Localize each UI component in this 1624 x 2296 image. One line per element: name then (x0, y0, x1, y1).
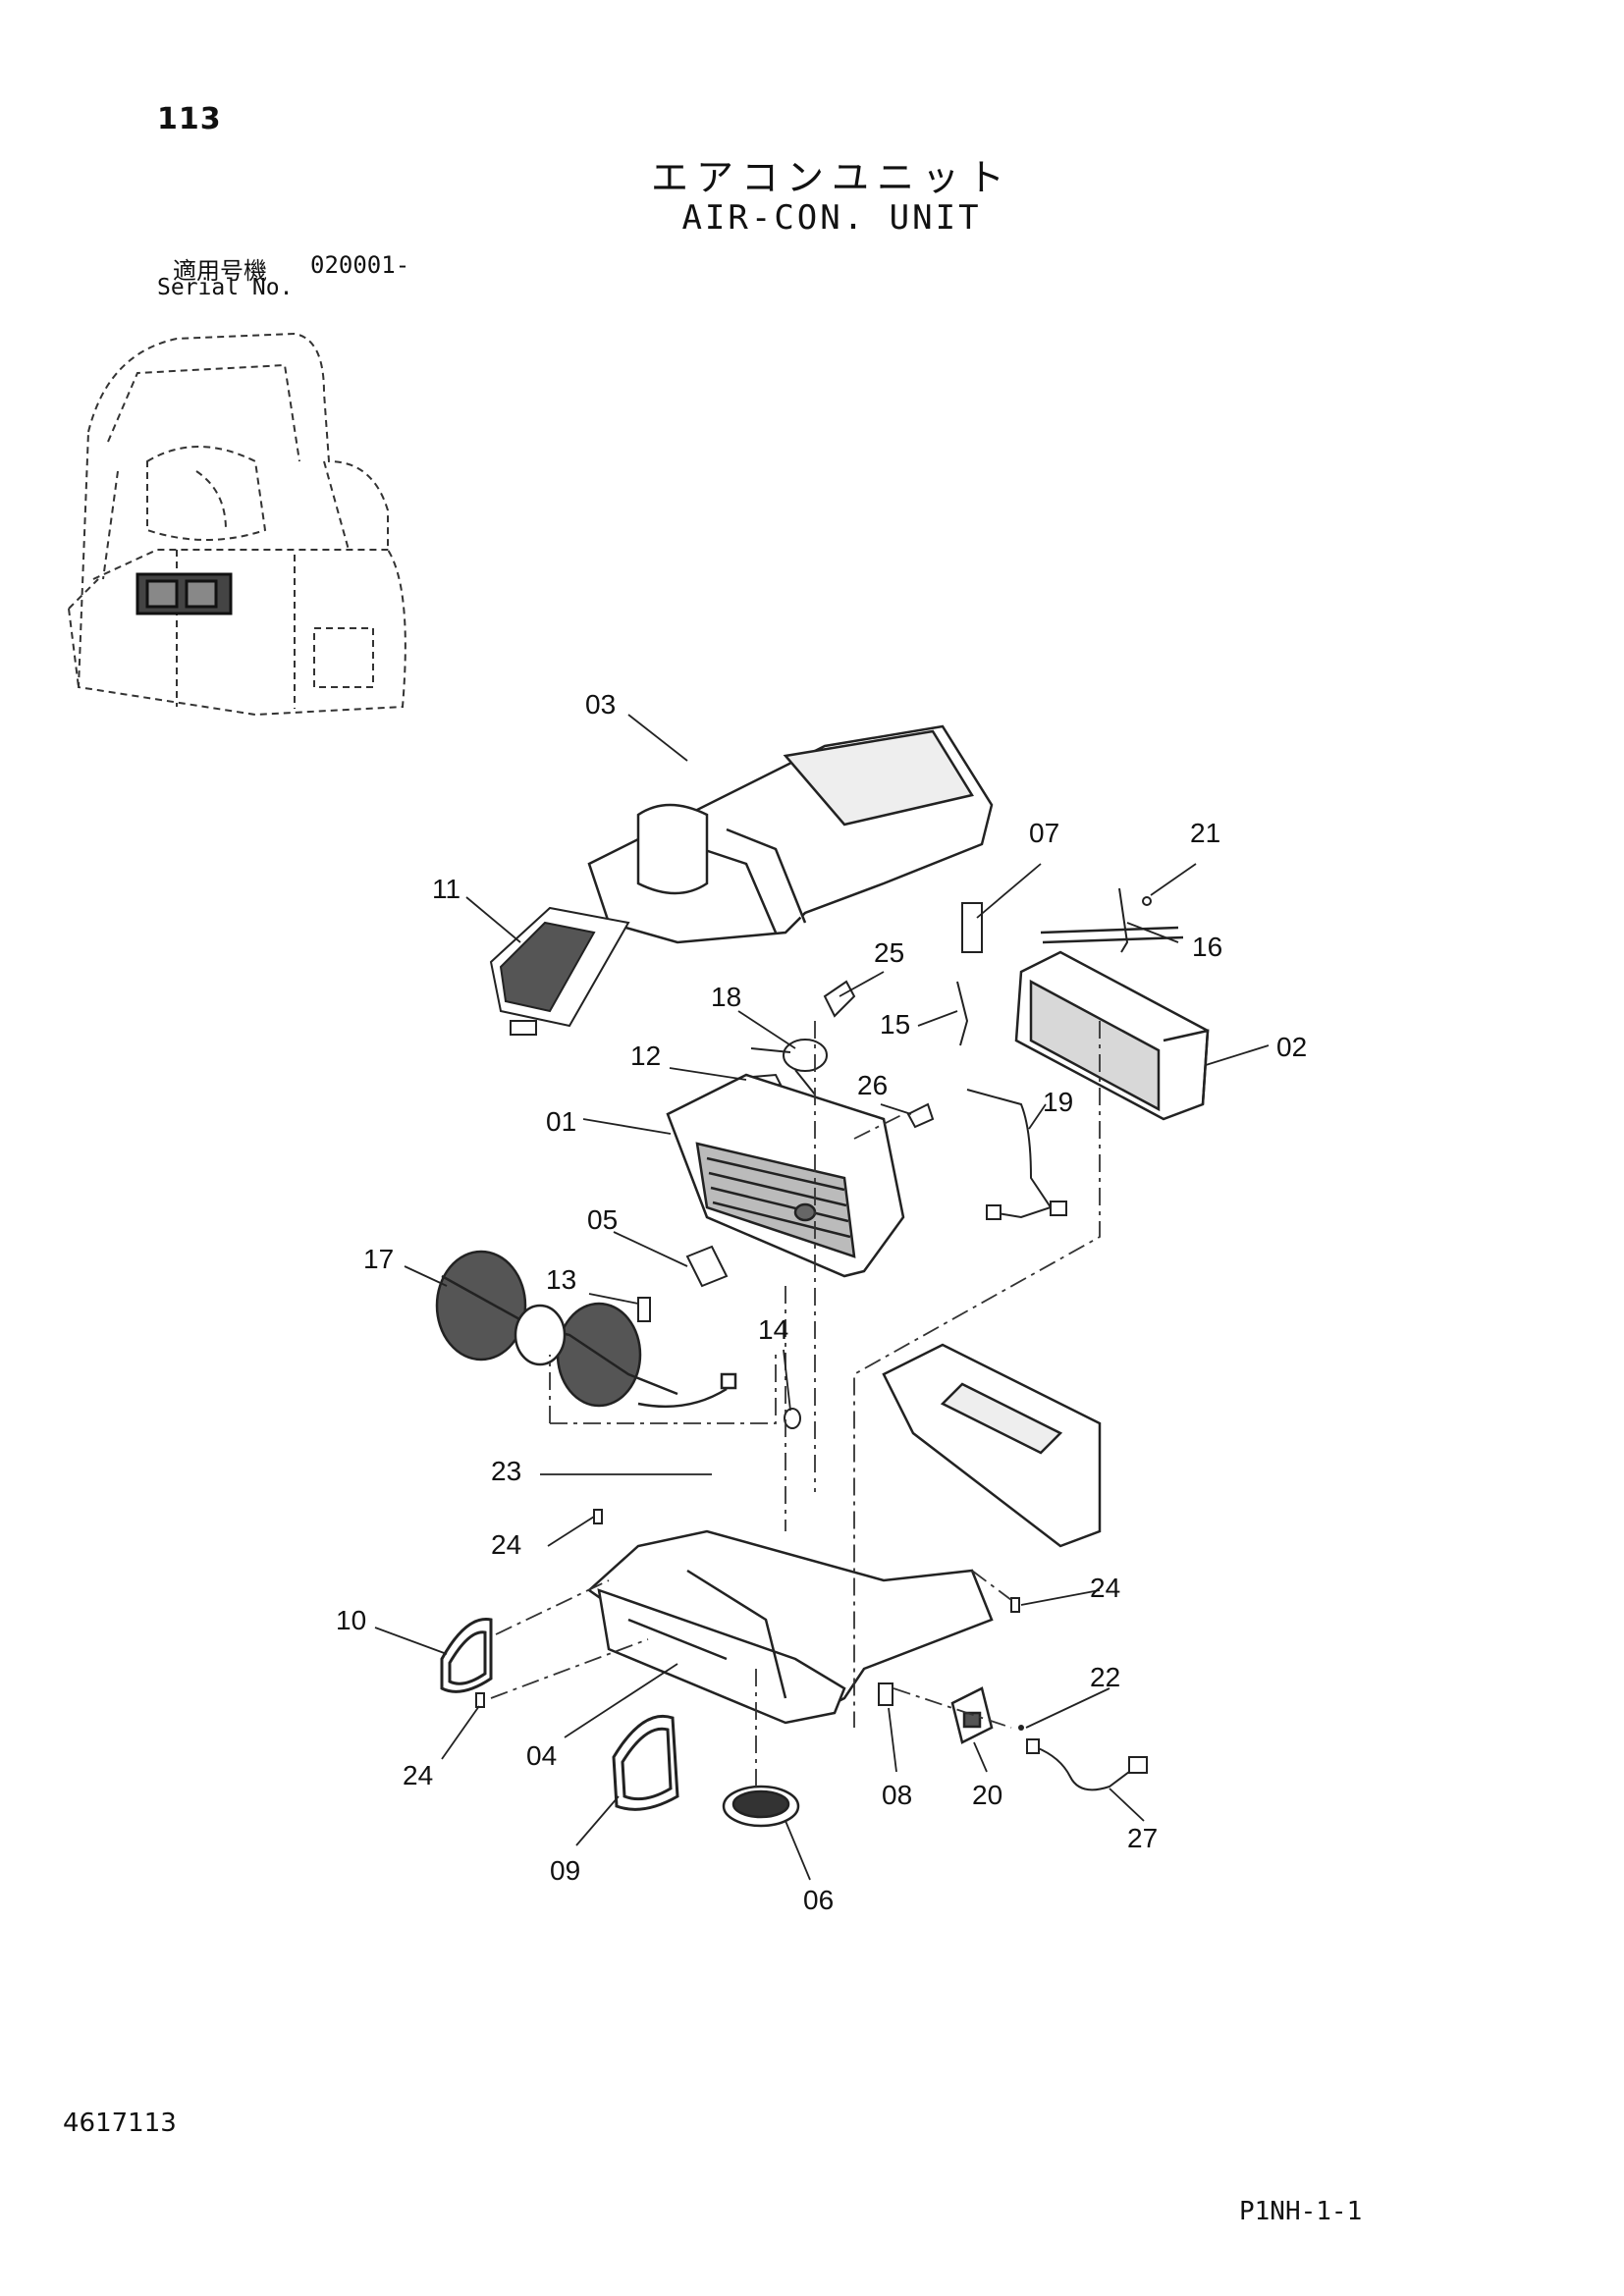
callout-15: 15 (880, 1009, 910, 1040)
part-01-evaporator-case (666, 1073, 905, 1278)
rear-duct (882, 1343, 1102, 1548)
callout-25: 25 (874, 937, 904, 968)
serial-value: 020001- (310, 251, 410, 279)
figure-code: P1NH-1-1 (1239, 2197, 1363, 2226)
callout-10: 10 (336, 1605, 366, 1635)
callout-03: 03 (585, 689, 616, 720)
callout-05: 05 (587, 1204, 618, 1235)
callout-06: 06 (803, 1885, 834, 1915)
callout-08: 08 (882, 1780, 912, 1810)
callout-04: 04 (526, 1740, 557, 1771)
part-25-clip (823, 980, 856, 1018)
part-22-screw (1018, 1725, 1024, 1731)
part-26-sensor (906, 1102, 935, 1129)
part-02-heater-core (1014, 926, 1210, 1121)
callout-20: 20 (972, 1780, 1002, 1810)
page-number: 113 (157, 102, 222, 136)
callout-19: 19 (1043, 1087, 1073, 1117)
callout-18: 18 (711, 982, 741, 1012)
callout-27: 27 (1127, 1823, 1158, 1853)
part-11-filter (489, 906, 630, 1036)
callout-21: 21 (1190, 818, 1220, 848)
part-27-harness (1026, 1738, 1148, 1791)
part-07-bracket (961, 902, 983, 953)
callout-07: 07 (1029, 818, 1059, 848)
callout-22: 22 (1090, 1662, 1120, 1692)
assembly-dashed-lines (490, 1021, 1101, 1787)
part-19-harness (966, 1089, 1067, 1220)
callout-09: 09 (550, 1855, 580, 1886)
leader-lines (374, 714, 1270, 1881)
callout-24c: 24 (403, 1760, 433, 1790)
part-04-lower-case (586, 1529, 994, 1725)
callout-14: 14 (758, 1314, 788, 1345)
part-06-drain-cover (722, 1785, 800, 1828)
callout-02: 02 (1276, 1032, 1307, 1062)
part-03-upper-case (587, 724, 994, 944)
part-21-screw (1142, 896, 1152, 906)
part-09-gasket (612, 1714, 679, 1811)
callout-17: 17 (363, 1244, 394, 1274)
serial-label-english: Serial No. (157, 275, 294, 300)
document-number: 4617113 (63, 2109, 177, 2138)
callout-24b: 24 (1090, 1573, 1120, 1603)
callout-13: 13 (546, 1264, 576, 1295)
part-10-gasket (440, 1618, 493, 1693)
part-13-resistor (637, 1297, 651, 1322)
part-05-motor-cover (685, 1245, 729, 1288)
callout-26: 26 (857, 1070, 888, 1100)
part-14-grommet (784, 1408, 801, 1429)
callout-12: 12 (630, 1041, 661, 1071)
title-english: AIR-CON. UNIT (681, 198, 982, 238)
part-08-clip (878, 1682, 893, 1706)
part-20-switch (950, 1686, 994, 1744)
part-17-blower-motor (435, 1250, 737, 1409)
title-japanese: エアコンユニット (650, 156, 1012, 199)
callout-24a: 24 (491, 1529, 521, 1560)
callout-16: 16 (1192, 932, 1222, 962)
callout-23: 23 (491, 1456, 521, 1486)
cab-aircon-highlight (135, 572, 233, 615)
callout-labels: 03 11 18 25 12 07 21 16 15 02 26 19 01 0… (336, 689, 1307, 1915)
cab-overview (68, 332, 406, 717)
part-15-clip (956, 981, 969, 1046)
part-16-clip (1118, 887, 1129, 953)
callout-11: 11 (432, 874, 460, 904)
serial-label-japanese: 適用号機 (173, 257, 267, 285)
callout-01: 01 (546, 1106, 576, 1137)
